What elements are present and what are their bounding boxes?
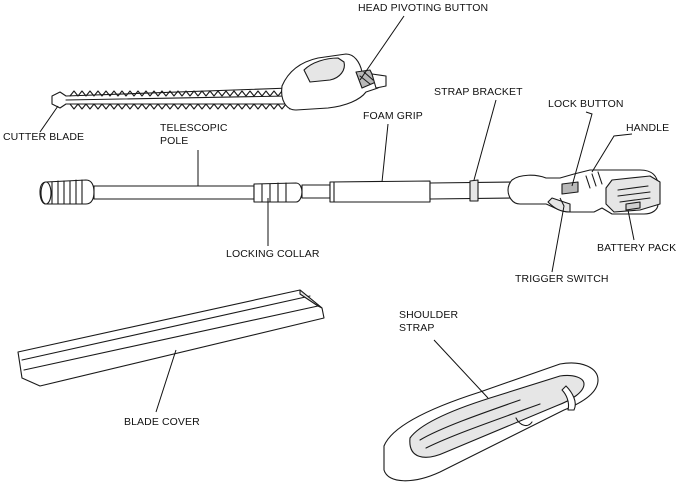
leader-strap-bracket	[473, 99, 497, 181]
label-foam-grip: FOAM GRIP	[363, 110, 423, 122]
leader-battery-pack	[627, 209, 635, 241]
shoulder-strap-pad	[409, 374, 585, 458]
label-shoulder-strap-line1: SHOULDER	[399, 309, 459, 321]
strap-bracket-shape	[469, 179, 479, 202]
leader-lines	[39, 15, 635, 413]
trimmer-head	[51, 53, 387, 111]
leader-shoulder-strap	[433, 339, 489, 399]
leader-lock-button	[571, 111, 593, 187]
blade-center-line	[65, 95, 289, 101]
leader-trigger-switch	[551, 197, 565, 273]
label-lock-button: LOCK BUTTON	[548, 98, 624, 110]
leader-cutter-blade	[39, 105, 59, 133]
label-trigger-switch: TRIGGER SWITCH	[515, 273, 609, 285]
label-handle: HANDLE	[626, 122, 670, 134]
blade-cover	[17, 289, 325, 387]
shoulder-strap	[383, 362, 599, 482]
blade-teeth-bottom	[69, 103, 311, 110]
leader-foam-grip	[381, 123, 389, 183]
pole-middle-tube	[301, 184, 331, 199]
label-strap-bracket: STRAP BRACKET	[434, 86, 523, 98]
pole-assembly	[39, 169, 661, 215]
label-telescopic-pole-line2: POLE	[160, 135, 189, 147]
pole-end-cap	[39, 179, 95, 205]
label-telescopic-pole-line1: TELESCOPIC	[160, 122, 228, 134]
head-coupling	[371, 73, 387, 89]
leader-handle	[591, 133, 633, 173]
label-locking-collar: LOCKING COLLAR	[226, 248, 320, 260]
foam-grip-shape	[329, 180, 431, 203]
label-head-pivoting-button: HEAD PIVOTING BUTTON	[358, 2, 489, 14]
label-blade-cover: BLADE COVER	[124, 416, 200, 428]
leader-head-pivoting-button	[359, 15, 405, 81]
lock-button-shape	[561, 181, 579, 195]
leader-blade-cover	[155, 349, 177, 413]
label-battery-pack: BATTERY PACK	[597, 242, 677, 254]
telescopic-pole-tube	[93, 185, 255, 200]
trigger-switch-shape	[547, 197, 571, 213]
motor-housing-top	[303, 57, 345, 83]
label-cutter-blade: CUTTER BLADE	[3, 131, 85, 143]
label-shoulder-strap-line2: STRAP	[399, 322, 435, 334]
